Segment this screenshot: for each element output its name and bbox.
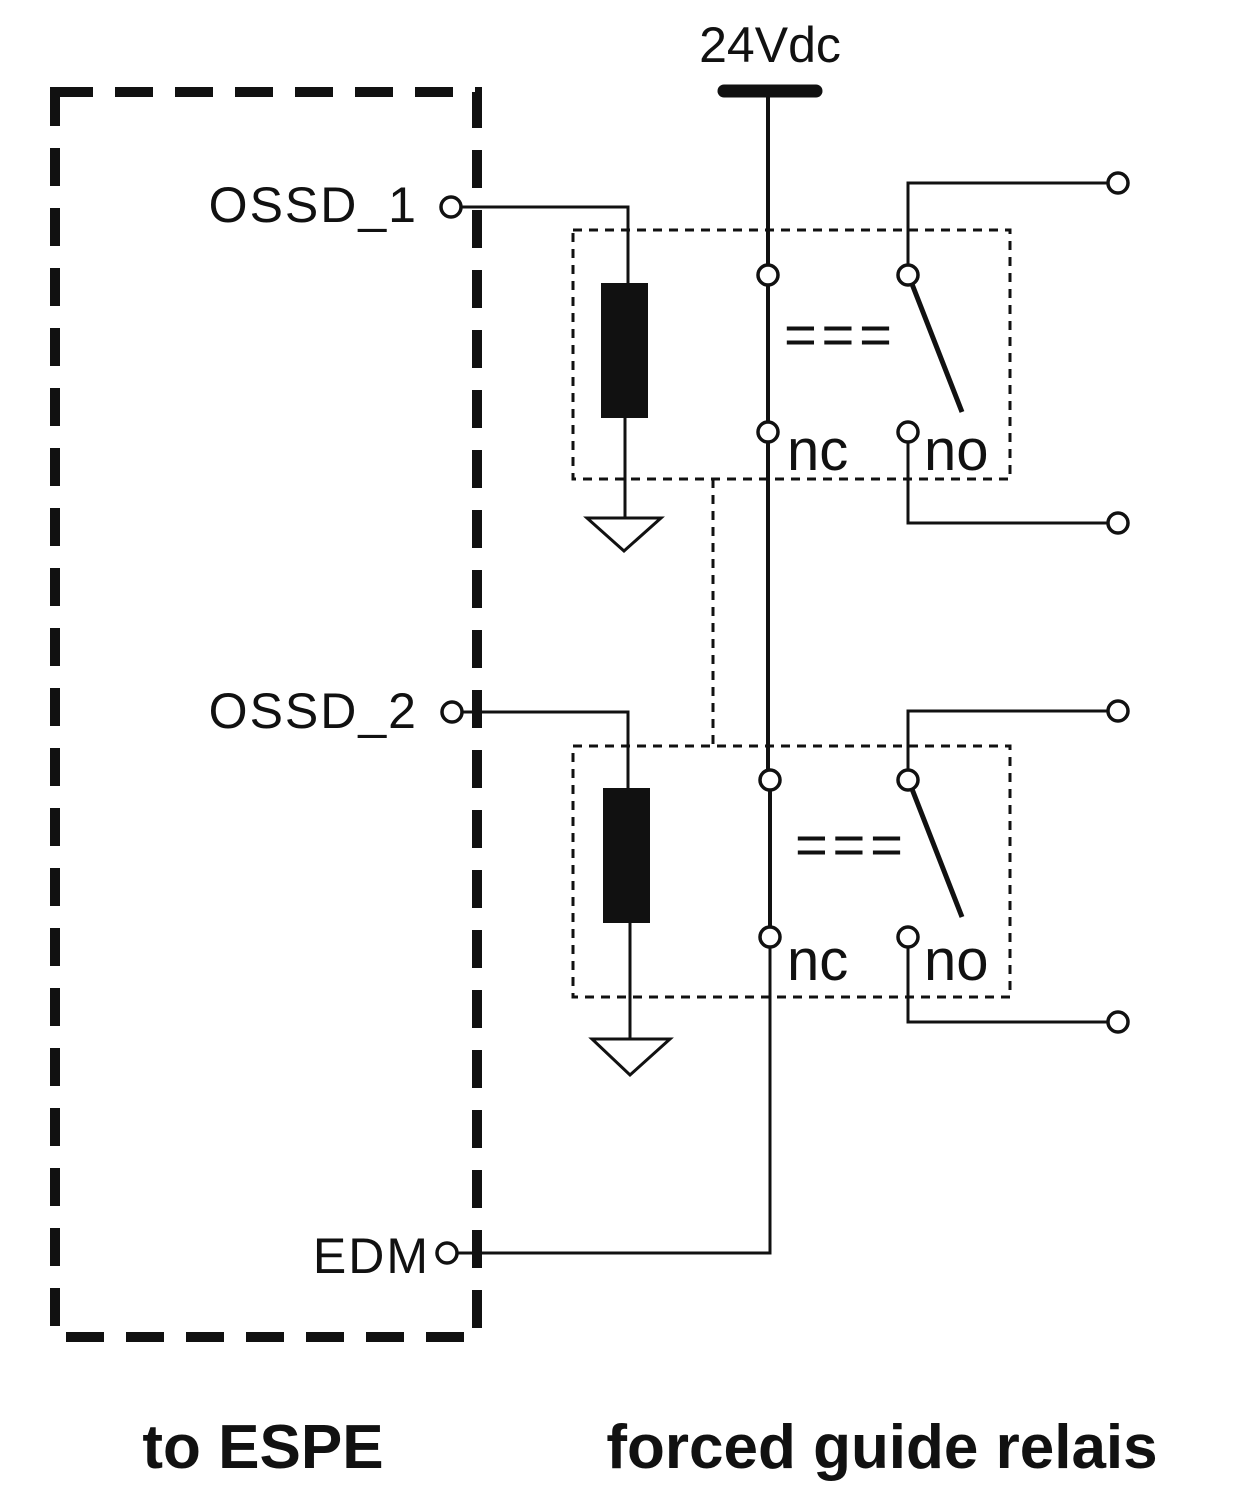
relays-caption: forced guide relais: [606, 1413, 1157, 1482]
relay-2-no-label: no: [924, 928, 989, 993]
relay-2-no-switch-blade: [909, 788, 965, 918]
relay-2-coupling-symbol: ===: [795, 817, 908, 881]
relay-1-nc-label: nc: [787, 418, 848, 483]
pin-label-ossd-2: OSSD_2: [209, 683, 418, 739]
relay-2-no-output-bottom-terminal: [1106, 1010, 1130, 1034]
relay-2-coil: [603, 788, 650, 923]
relay-2-no-output-top-terminal: [1106, 699, 1130, 723]
edm-terminal: [435, 1241, 459, 1265]
ossd-2-wire: [462, 710, 630, 790]
espe-caption: to ESPE: [142, 1413, 383, 1482]
relay-1-no-output-bottom-terminal: [1106, 511, 1130, 535]
relay-1-no-output-top-terminal: [1106, 171, 1130, 195]
ossd-2-terminal: [440, 700, 464, 724]
relay-1-common-terminal: [756, 263, 780, 287]
relay-2-no-common-terminal: [896, 768, 920, 792]
relay-2-nc-label: nc: [787, 928, 848, 993]
pin-label-ossd-1: OSSD_1: [209, 177, 418, 233]
relay-1-no-terminal: [896, 420, 920, 444]
pin-label-edm: EDM: [313, 1228, 430, 1284]
ossd-1-terminal: [439, 195, 463, 219]
relay-1-nc-terminal: [756, 420, 780, 444]
relay-2-no-terminal: [896, 925, 920, 949]
relay-1-no-output-bottom-wire: [906, 442, 1108, 525]
relay-1-no-switch-blade: [909, 283, 965, 413]
relay-2-no-output-top-wire: [906, 709, 1108, 770]
relay-1-no-common-terminal: [896, 263, 920, 287]
relay-1-coupling-symbol: ===: [784, 307, 897, 371]
espe-boundary-box: [50, 87, 482, 1342]
relay-2-no-output-bottom-wire: [906, 947, 1108, 1024]
relay-1-ground-symbol: [583, 516, 665, 554]
relay-1-housing: [571, 228, 1012, 481]
relay-2-common-terminal: [758, 768, 782, 792]
relay-1-no-output-top-wire: [906, 181, 1108, 265]
relay-2-housing: [571, 744, 1012, 999]
relay-2-nc-terminal: [758, 925, 782, 949]
ossd-1-wire: [459, 205, 630, 285]
edm-feedback-wire: [458, 947, 772, 1255]
supply-label: 24Vdc: [699, 17, 841, 73]
relay-1-no-label: no: [924, 418, 989, 483]
relay-2-ground-symbol: [588, 1037, 674, 1078]
